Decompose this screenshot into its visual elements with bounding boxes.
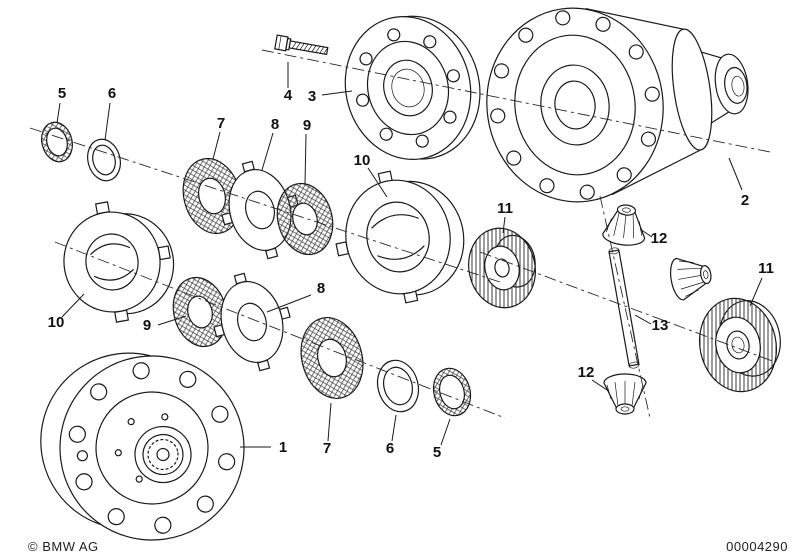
part-label-8-top: 8 [271,116,279,133]
part-labels: 4 3 5 6 7 8 9 10 2 11 12 11 13 12 8 9 10… [48,85,774,461]
part-label-10-lower: 10 [48,314,65,331]
part-label-13: 13 [652,317,669,334]
part-pinion-top [601,202,649,248]
part-label-6-lower: 6 [386,440,394,457]
part-friction-disc-top-9 [276,182,334,256]
drawing-number: 00004290 [726,539,788,554]
part-drive-flange [344,15,481,160]
part-label-3: 3 [308,88,316,105]
centerlines [29,49,776,419]
housing-bolt-holes [490,10,660,200]
part-label-12-bottom: 12 [578,364,595,381]
part-bolt [274,34,329,56]
part-shim-top [41,121,73,163]
part-side-gear-right [698,297,781,393]
part-shim-low-5 [432,367,472,417]
part-label-5-top: 5 [58,85,66,102]
part-label-5-lower: 5 [433,444,441,461]
part-label-7-lower: 7 [323,440,331,457]
part-label-7-top: 7 [217,115,225,132]
leader-lines [56,62,763,448]
part-label-11-right: 11 [758,260,774,277]
part-diff-case-cover [40,352,245,541]
cover-bolt-holes [68,362,236,534]
part-side-gear-left [468,227,536,309]
part-friction-disc-low-7 [300,317,364,399]
part-label-1: 1 [279,439,287,456]
part-label-9-top: 9 [303,117,311,134]
part-label-9-lower: 9 [143,317,151,334]
part-differential-housing [486,7,749,203]
part-pinion-right [667,252,715,302]
part-clutch-basket-top [335,170,465,304]
flange-bolt-holes [356,28,460,148]
part-label-11-left: 11 [497,200,513,217]
part-steel-plate-low-8 [213,272,291,372]
part-ring-low-6 [376,359,420,413]
part-label-4: 4 [284,87,293,104]
part-ring-top [87,138,121,182]
part-label-6-top: 6 [108,85,116,102]
part-clutch-basket-left [63,201,175,323]
part-cross-shaft [608,247,640,369]
copyright-text: © BMW AG [28,539,99,554]
part-label-10-top: 10 [354,152,371,169]
part-label-2: 2 [741,192,749,209]
part-pinion-bottom [603,373,647,415]
part-label-8-lower: 8 [317,280,325,297]
part-label-12-top: 12 [651,230,668,247]
